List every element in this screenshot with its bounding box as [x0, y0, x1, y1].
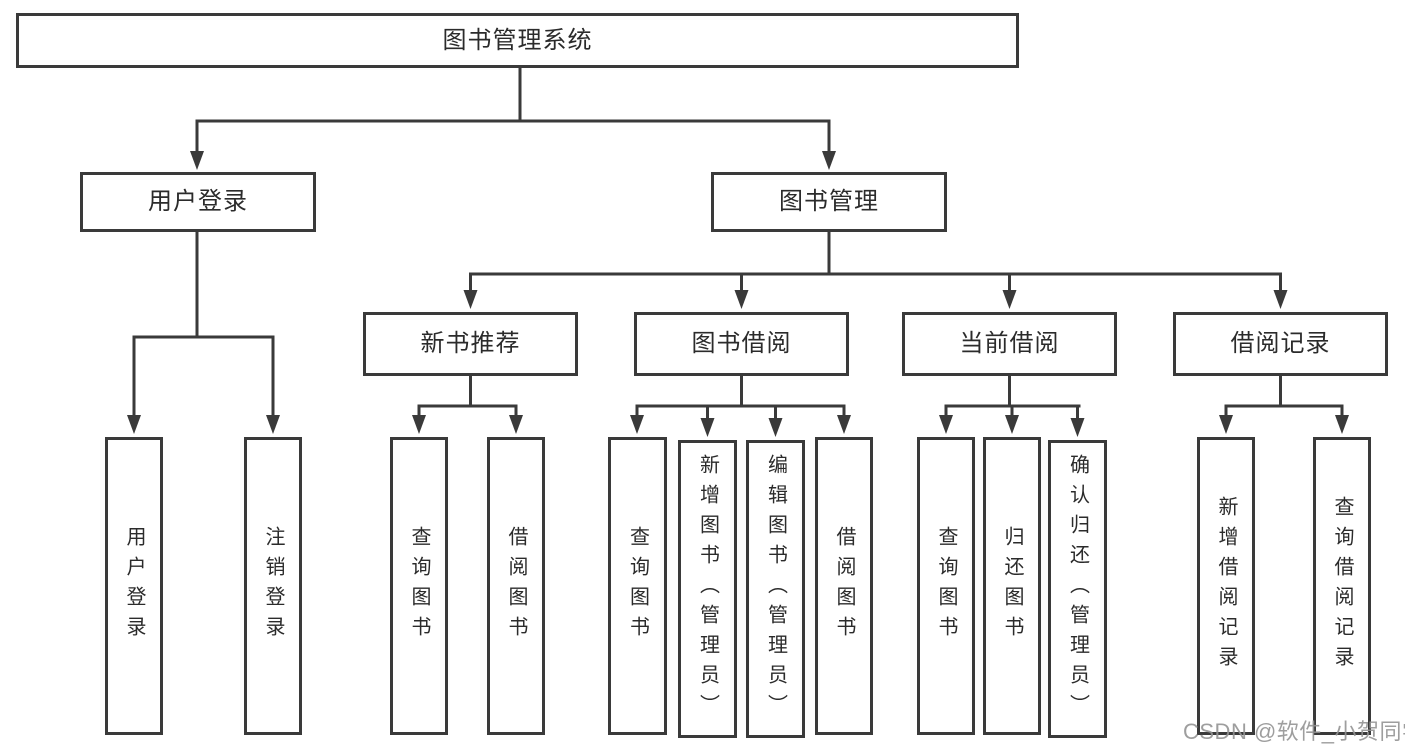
leaf-edit-book-admin-label: 编辑图书（管理员） — [764, 454, 787, 724]
leaf-add-book-admin-label: 新增图书（管理员） — [696, 454, 719, 724]
node-new-book-recommend-label: 新书推荐 — [420, 330, 521, 357]
leaf-query-book-current-label: 查询图书 — [935, 526, 957, 646]
node-book-borrowing: 图书借阅 — [634, 312, 849, 376]
leaf-query-borrow-record: 查询借阅记录 — [1313, 437, 1371, 735]
node-book-borrowing-label: 图书借阅 — [691, 330, 792, 357]
arrowheads — [127, 151, 1349, 437]
leaf-return-book: 归还图书 — [983, 437, 1041, 735]
leaf-confirm-return-admin-label: 确认归还（管理员） — [1066, 454, 1089, 724]
node-borrowing-records: 借阅记录 — [1173, 312, 1388, 376]
leaf-logout-label: 注销登录 — [262, 526, 284, 646]
leaf-borrow-book-recommend-label: 借阅图书 — [505, 526, 527, 646]
leaf-edit-book-admin: 编辑图书（管理员） — [746, 440, 805, 738]
leaf-user-login: 用户登录 — [105, 437, 163, 735]
leaf-add-book-admin: 新增图书（管理员） — [678, 440, 737, 738]
node-borrowing-records-label: 借阅记录 — [1230, 330, 1331, 357]
leaf-query-book-borrowing: 查询图书 — [608, 437, 667, 735]
leaf-query-book-recommend-label: 查询图书 — [408, 526, 430, 646]
leaf-borrow-book-recommend: 借阅图书 — [487, 437, 545, 735]
node-book-management: 图书管理 — [711, 172, 947, 232]
node-new-book-recommend: 新书推荐 — [363, 312, 578, 376]
node-root: 图书管理系统 — [16, 13, 1019, 68]
leaf-query-book-current: 查询图书 — [917, 437, 975, 735]
leaf-query-book-borrowing-label: 查询图书 — [626, 526, 649, 646]
csdn-watermark: CSDN @软件_小贺同学 — [1183, 719, 1405, 744]
node-user-login-group: 用户登录 — [80, 172, 316, 232]
leaf-borrow-book-label: 借阅图书 — [833, 526, 855, 646]
node-book-management-label: 图书管理 — [779, 188, 879, 215]
node-current-borrowing-label: 当前借阅 — [959, 330, 1060, 357]
leaf-add-borrow-record-label: 新增借阅记录 — [1215, 496, 1237, 676]
leaf-return-book-label: 归还图书 — [1001, 526, 1023, 646]
leaf-logout: 注销登录 — [244, 437, 302, 735]
leaf-add-borrow-record: 新增借阅记录 — [1197, 437, 1255, 735]
leaf-borrow-book: 借阅图书 — [815, 437, 873, 735]
leaf-query-book-recommend: 查询图书 — [390, 437, 448, 735]
node-current-borrowing: 当前借阅 — [902, 312, 1117, 376]
leaf-user-login-label: 用户登录 — [123, 526, 145, 646]
leaf-confirm-return-admin: 确认归还（管理员） — [1048, 440, 1107, 738]
node-user-login-group-label: 用户登录 — [148, 188, 248, 215]
node-root-label: 图书管理系统 — [442, 26, 593, 54]
leaf-query-borrow-record-label: 查询借阅记录 — [1331, 496, 1353, 676]
